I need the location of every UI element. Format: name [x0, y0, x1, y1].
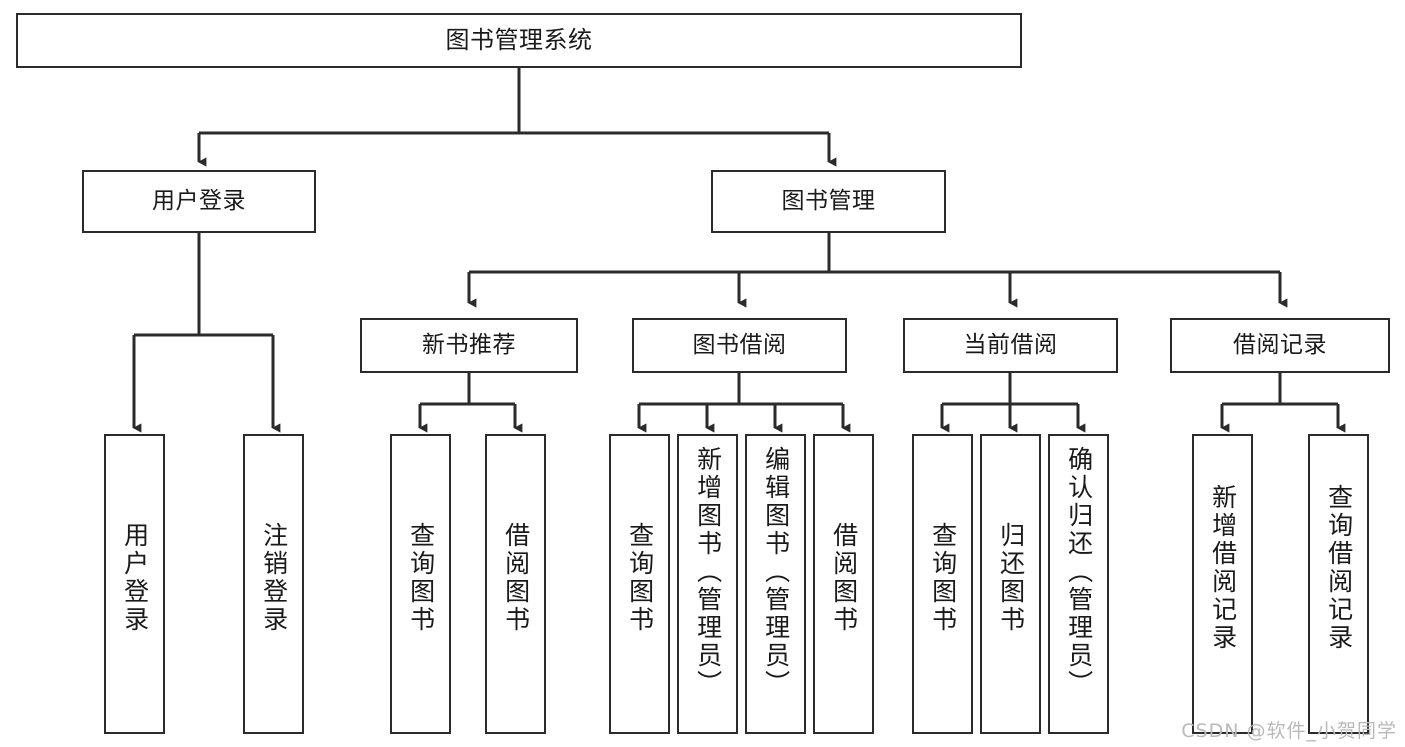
- leaf-new-book-borrow[interactable]: 借阅图书: [485, 434, 546, 734]
- leaf-borrow-borrow-book[interactable]: 借阅图书: [813, 434, 874, 734]
- node-current-borrow[interactable]: 当前借阅: [903, 318, 1118, 373]
- node-label: 注销登录: [259, 522, 289, 634]
- node-label: 新增借阅记录: [1208, 484, 1238, 652]
- leaf-borrow-query-book[interactable]: 查询图书: [609, 434, 670, 734]
- leaf-record-add[interactable]: 新增借阅记录: [1192, 434, 1253, 734]
- node-label: 当前借阅: [963, 331, 1058, 358]
- node-label: 查询借阅记录: [1324, 484, 1354, 652]
- node-label: 查询图书: [625, 522, 655, 634]
- node-label: 查询图书: [406, 522, 436, 634]
- node-root-system[interactable]: 图书管理系统: [16, 13, 1022, 68]
- node-label: 用户登录: [120, 522, 150, 634]
- node-label: 查询图书: [928, 522, 958, 634]
- leaf-current-query-book[interactable]: 查询图书: [912, 434, 973, 734]
- node-user-login[interactable]: 用户登录: [82, 170, 316, 233]
- leaf-borrow-add-book-admin[interactable]: 新增图书（管理员）: [677, 434, 738, 734]
- leaf-borrow-edit-book-admin[interactable]: 编辑图书（管理员）: [745, 434, 806, 734]
- node-label: 编辑图书（管理员）: [761, 446, 791, 698]
- leaf-user-login-signout[interactable]: 注销登录: [243, 434, 304, 734]
- node-label: 新书推荐: [422, 331, 516, 358]
- node-label: 借阅记录: [1233, 331, 1327, 358]
- node-new-book-recommend[interactable]: 新书推荐: [360, 318, 578, 373]
- node-label: 归还图书: [996, 522, 1026, 634]
- node-label: 新增图书（管理员）: [693, 446, 723, 698]
- leaf-user-login-signin[interactable]: 用户登录: [104, 434, 165, 734]
- node-label: 图书管理: [781, 187, 876, 214]
- node-label: 图书管理系统: [445, 26, 593, 55]
- node-label: 图书借阅: [692, 331, 787, 358]
- node-label: 借阅图书: [501, 522, 531, 634]
- csdn-watermark: CSDN @软件_小贺同学: [1181, 720, 1397, 742]
- node-book-management[interactable]: 图书管理: [711, 170, 946, 233]
- leaf-current-confirm-return-admin[interactable]: 确认归还（管理员）: [1048, 434, 1109, 734]
- leaf-record-query[interactable]: 查询借阅记录: [1308, 434, 1369, 734]
- node-label: 借阅图书: [829, 522, 859, 634]
- node-borrow-record[interactable]: 借阅记录: [1170, 318, 1390, 373]
- node-book-borrow[interactable]: 图书借阅: [632, 318, 847, 373]
- leaf-new-book-query[interactable]: 查询图书: [390, 434, 451, 734]
- leaf-current-return-book[interactable]: 归还图书: [980, 434, 1041, 734]
- node-label: 用户登录: [152, 187, 246, 214]
- node-label: 确认归还（管理员）: [1064, 446, 1094, 698]
